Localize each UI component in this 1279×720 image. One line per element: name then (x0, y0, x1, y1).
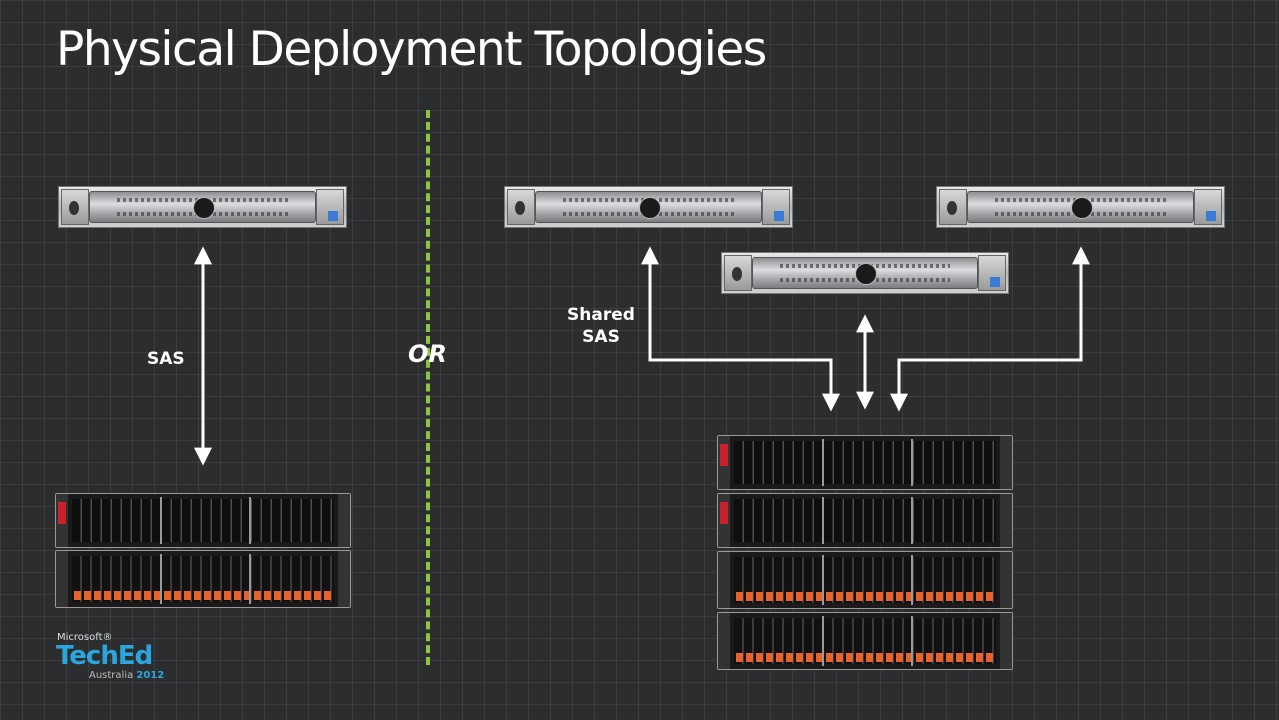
teched-logo-text: TechEd (56, 641, 153, 671)
teched-region-name: Australia (89, 670, 134, 681)
left-server-icon (58, 186, 347, 228)
teched-year: 2012 (136, 670, 165, 681)
microsoft-logo-text: Microsoft® (57, 632, 113, 643)
divider-line (426, 110, 430, 665)
right-server-1-icon (504, 186, 793, 228)
teched-region: Australia 2012 (89, 670, 164, 681)
shared-sas-arrow-right-icon (890, 246, 1090, 412)
slide-title: Physical Deployment Topologies (56, 22, 767, 77)
or-label: OR (408, 340, 447, 368)
right-raid-enclosure-1-icon (717, 435, 1013, 490)
shared-sas-label: Shared SAS (563, 304, 639, 348)
shared-sas-label-line1: Shared (567, 305, 635, 325)
shared-sas-label-line2: SAS (582, 327, 620, 347)
sas-label: SAS (147, 349, 185, 369)
right-server-3-icon (936, 186, 1225, 228)
right-jbod-enclosure-1-icon (717, 551, 1013, 609)
right-raid-enclosure-2-icon (717, 493, 1013, 548)
right-jbod-enclosure-2-icon (717, 612, 1013, 670)
left-jbod-enclosure-icon (55, 550, 351, 608)
shared-sas-arrow-left-icon (641, 246, 840, 412)
left-raid-enclosure-icon (55, 493, 351, 548)
